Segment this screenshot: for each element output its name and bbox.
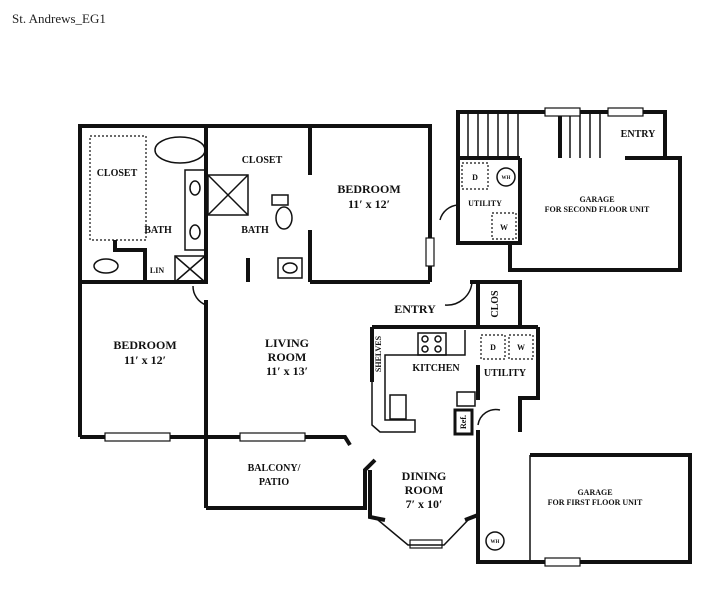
stairs	[467, 112, 601, 158]
closet-label: CLOS	[490, 290, 501, 318]
plan-title: St. Andrews_EG1	[12, 11, 106, 26]
garage-label: GARAGE	[579, 195, 614, 204]
utility-label: UTILITY	[484, 368, 527, 379]
dining-room-size: 7′ x 10′	[406, 497, 443, 511]
refrigerator-label: Ref.	[459, 415, 468, 429]
washer-label: W	[500, 223, 508, 232]
entry-label: ENTRY	[394, 302, 436, 316]
room-labels: CLOSET BATH LIN CLOSET BATH BEDROOM 11′ …	[97, 129, 656, 545]
shelves-label: SHELVES	[374, 335, 383, 372]
bedroom-size: 11′ x 12′	[124, 353, 166, 367]
bedroom-label: BEDROOM	[337, 182, 400, 196]
dryer-label: D	[472, 173, 478, 182]
balcony-label: PATIO	[259, 477, 289, 488]
entry-label: ENTRY	[621, 129, 656, 140]
dining-room-label: ROOM	[405, 483, 444, 497]
living-room-label: ROOM	[268, 350, 307, 364]
water-heater-label: WH	[502, 176, 511, 181]
garage-sublabel: FOR SECOND FLOOR UNIT	[545, 205, 650, 214]
closet-label: CLOSET	[242, 155, 283, 166]
dryer-label: D	[490, 343, 496, 352]
kitchen-label: KITCHEN	[412, 363, 460, 374]
garage-sublabel: FOR FIRST FLOOR UNIT	[548, 498, 643, 507]
bedroom-label: BEDROOM	[113, 338, 176, 352]
bedroom-size: 11′ x 12′	[348, 197, 390, 211]
garage-label: GARAGE	[577, 488, 612, 497]
living-room-label: LIVING	[265, 336, 309, 350]
utility-label: UTILITY	[468, 199, 502, 208]
balcony-label: BALCONY/	[248, 463, 301, 474]
dining-room-label: DINING	[402, 469, 447, 483]
closet-label: CLOSET	[97, 168, 138, 179]
water-heater-label: WH	[491, 540, 500, 545]
bath-label: BATH	[241, 225, 269, 236]
living-room-size: 11′ x 13′	[266, 364, 308, 378]
washer-label: W	[517, 343, 525, 352]
bath-label: BATH	[144, 225, 172, 236]
windows	[104, 107, 644, 567]
fixtures	[89, 135, 534, 551]
linen-label: LIN	[150, 266, 164, 275]
